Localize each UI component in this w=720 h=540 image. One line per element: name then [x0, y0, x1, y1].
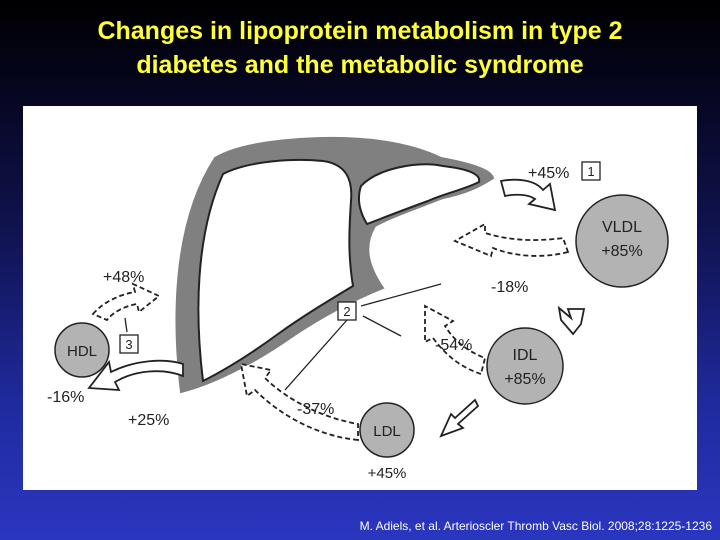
idl-uptake-arrow: [424, 304, 487, 376]
hdl-secretion-arrow: [91, 282, 161, 322]
hdl-uptake-arrow: [87, 359, 184, 392]
svg-text:2: 2: [343, 304, 350, 319]
idl-change: +85%: [504, 371, 545, 388]
liver-right-lobe: [358, 163, 481, 226]
hdl-secretion-label: +48%: [103, 269, 144, 286]
idl-uptake-label: -54%: [435, 337, 472, 354]
hdl-uptake-label: -16%: [47, 389, 84, 406]
title-line-2: diabetes and the metabolic syndrome: [136, 51, 584, 79]
vldl-to-idl-arrow: [557, 305, 586, 336]
liver-left-lobe: [197, 158, 355, 383]
hdl-production-label: +25%: [128, 412, 169, 429]
connector-line: [124, 317, 128, 333]
ldl-change: +45%: [368, 465, 407, 482]
vldl-change: +85%: [601, 243, 642, 260]
connector-line: [362, 315, 402, 337]
idl-label: IDL: [513, 347, 538, 364]
marker-2: 2: [337, 301, 357, 321]
svg-text:1: 1: [587, 164, 594, 179]
svg-text:3: 3: [125, 337, 132, 352]
slide-title: Changes in lipoprotein metabolism in typ…: [0, 14, 720, 82]
citation: M. Adiels, et al. Arterioscler Thromb Va…: [359, 519, 712, 533]
hdl-label: HDL: [67, 343, 97, 360]
vldl-particle: VLDL +85%: [575, 194, 669, 288]
vldl-label: VLDL: [602, 219, 642, 236]
marker-1: 1: [581, 161, 601, 181]
title-line-1: Changes in lipoprotein metabolism in typ…: [97, 17, 623, 45]
lipoprotein-diagram: VLDL +85% IDL +85% LDL +45% HDL: [47, 136, 669, 482]
connector-line: [360, 283, 442, 307]
ldl-particle: LDL: [359, 402, 415, 458]
vldl-uptake-arrow: [452, 222, 570, 258]
ldl-uptake-label: -37%: [297, 401, 334, 418]
vldl-uptake-label: -18%: [491, 279, 528, 296]
ldl-uptake-arrow: [239, 362, 359, 441]
marker-3: 3: [119, 334, 139, 354]
hdl-particle: HDL: [54, 322, 110, 378]
idl-to-ldl-arrow: [439, 398, 480, 438]
ldl-label: LDL: [373, 423, 401, 440]
vldl-secretion-label: +45%: [528, 165, 569, 182]
connector-line: [284, 319, 348, 391]
idl-particle: IDL +85%: [486, 327, 564, 405]
diagram-panel: VLDL +85% IDL +85% LDL +45% HDL: [23, 106, 697, 490]
vldl-secretion-arrow: [499, 178, 557, 212]
